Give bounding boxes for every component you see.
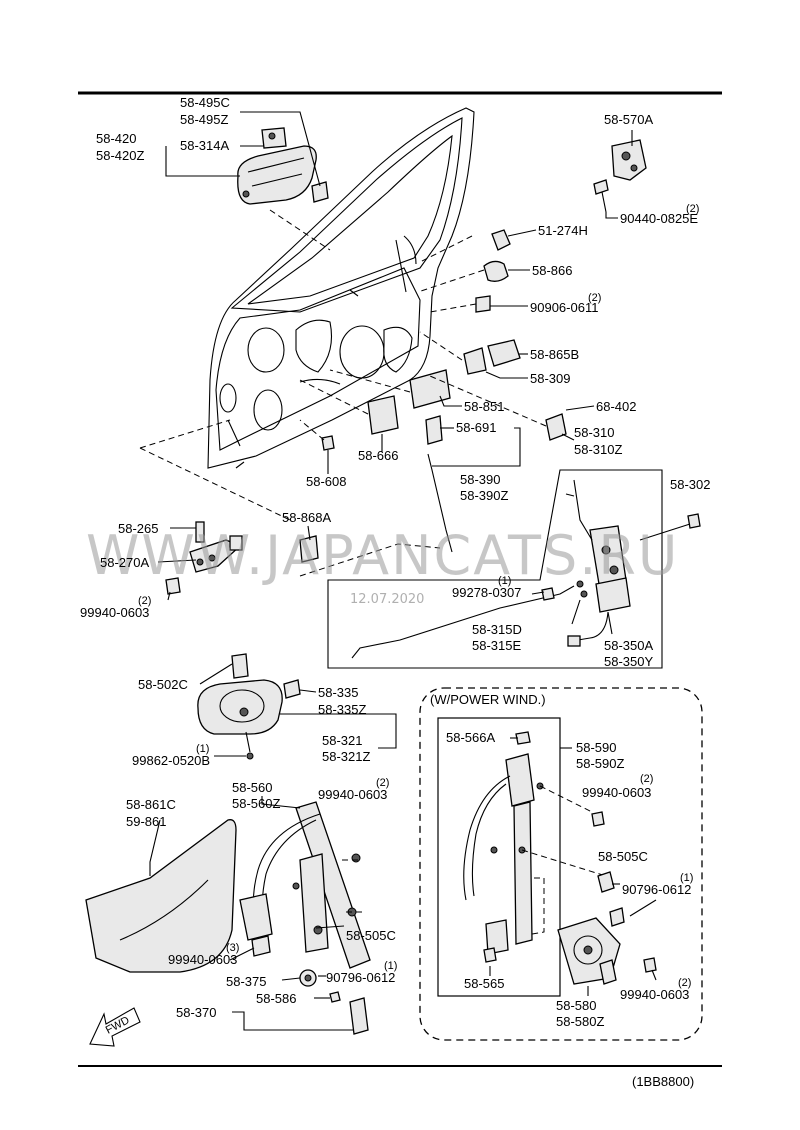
- latch-assembly-box: [327, 469, 701, 669]
- label-99940-0603-a: 99940-0603: [80, 605, 149, 620]
- label-58-302: 58-302: [670, 477, 710, 492]
- inner-door-handle: [197, 653, 301, 760]
- door-shell: [207, 107, 475, 469]
- label-58-566a: 58-566A: [446, 730, 495, 745]
- label-90796-0612-a: 90796-0612: [622, 882, 691, 897]
- power-window-box: [419, 687, 703, 1041]
- label-58-390z: 58-390Z: [460, 488, 508, 503]
- label-58-502c: 58-502C: [138, 677, 188, 692]
- label-99278-0307: 99278-0307: [452, 585, 521, 600]
- part-labels: 58-495C 58-495Z 58-420 58-420Z 58-314A 5…: [80, 95, 710, 1089]
- door-striker: [593, 139, 647, 213]
- label-99862-qty: (1): [196, 743, 209, 755]
- label-58-691: 58-691: [456, 420, 496, 435]
- label-58-580: 58-580: [556, 998, 596, 1013]
- label-99862-0520b: 99862-0520B: [132, 753, 210, 768]
- watermark-text: WWW.JAPANCATS.RU: [86, 524, 679, 587]
- label-58-495c: 58-495C: [180, 95, 230, 110]
- label-58-350y: 58-350Y: [604, 654, 653, 669]
- label-58-560: 58-560: [232, 780, 272, 795]
- door-assembly-leaders: [139, 209, 547, 577]
- label-58-370: 58-370: [176, 1005, 216, 1020]
- label-58-861c: 58-861C: [126, 797, 176, 812]
- label-58-309: 58-309: [530, 371, 570, 386]
- label-58-505c-b: 58-505C: [346, 928, 396, 943]
- label-58-560z: 58-560Z: [232, 796, 280, 811]
- label-58-420z: 58-420Z: [96, 148, 144, 163]
- label-99940-0603-c: 99940-0603: [318, 787, 387, 802]
- label-90796-b-qty: (1): [384, 960, 397, 972]
- label-99940-a-qty: (2): [138, 595, 151, 607]
- label-68-402: 68-402: [596, 399, 636, 414]
- label-58-666: 58-666: [358, 448, 398, 463]
- label-58-335: 58-335: [318, 685, 358, 700]
- label-99940-0603-d: 99940-0603: [168, 952, 237, 967]
- label-58-505c-a: 58-505C: [598, 849, 648, 864]
- label-90796-0612-b: 90796-0612: [326, 970, 395, 985]
- label-58-580z: 58-580Z: [556, 1014, 604, 1029]
- label-58-265: 58-265: [118, 521, 158, 536]
- label-90906-qty: (2): [588, 292, 601, 304]
- label-99278-qty: (1): [498, 575, 511, 587]
- label-90906-0611: 90906-0611: [530, 300, 598, 315]
- label-58-321: 58-321: [322, 733, 362, 748]
- label-58-565: 58-565: [464, 976, 504, 991]
- label-58-321z: 58-321Z: [322, 749, 370, 764]
- door-small-parts: [321, 229, 567, 451]
- outer-door-handle: [237, 127, 329, 205]
- door-window-glass: [85, 819, 237, 973]
- label-58-495z: 58-495Z: [180, 112, 228, 127]
- label-90440-0825e: 90440-0825E: [620, 211, 698, 226]
- label-58-390: 58-390: [460, 472, 500, 487]
- label-58-420: 58-420: [96, 131, 136, 146]
- label-58-590: 58-590: [576, 740, 616, 755]
- label-58-335z: 58-335Z: [318, 702, 366, 717]
- watermark-date: 12.07.2020: [350, 592, 424, 607]
- label-58-314a: 58-314A: [180, 138, 229, 153]
- label-58-865b: 58-865B: [530, 347, 579, 362]
- label-58-868a: 58-868A: [282, 510, 331, 525]
- label-58-315e: 58-315E: [472, 638, 521, 653]
- label-58-570a: 58-570A: [604, 112, 653, 127]
- label-58-851: 58-851: [464, 399, 504, 414]
- label-58-270a: 58-270A: [100, 555, 149, 570]
- label-99940-d-qty: (3): [226, 942, 239, 954]
- label-58-608: 58-608: [306, 474, 346, 489]
- label-power-window: (W/POWER WIND.): [430, 692, 546, 707]
- door-check: [165, 521, 319, 595]
- label-99940-c-qty: (2): [376, 777, 389, 789]
- label-51-274h: 51-274H: [538, 223, 588, 238]
- label-99940-0603-b: 99940-0603: [582, 785, 651, 800]
- label-58-310z: 58-310Z: [574, 442, 622, 457]
- label-58-375: 58-375: [226, 974, 266, 989]
- label-99940-e-qty: (2): [678, 977, 691, 989]
- label-58-350a: 58-350A: [604, 638, 653, 653]
- label-58-586: 58-586: [256, 991, 296, 1006]
- label-58-590z: 58-590Z: [576, 756, 624, 771]
- label-99940-0603-e: 99940-0603: [620, 987, 689, 1002]
- forward-arrow-icon: [89, 1007, 141, 1047]
- label-leaders: [149, 111, 657, 1031]
- label-99940-b-qty: (2): [640, 773, 653, 785]
- label-90796-a-qty: (1): [680, 872, 693, 884]
- label-58-315d: 58-315D: [472, 622, 522, 637]
- lock-rod: [427, 453, 453, 553]
- label-59-861: 59-861: [126, 814, 166, 829]
- diagram-code: (1BB8800): [632, 1074, 694, 1089]
- label-90440-qty: (2): [686, 203, 699, 215]
- label-58-866: 58-866: [532, 263, 572, 278]
- label-58-310: 58-310: [574, 425, 614, 440]
